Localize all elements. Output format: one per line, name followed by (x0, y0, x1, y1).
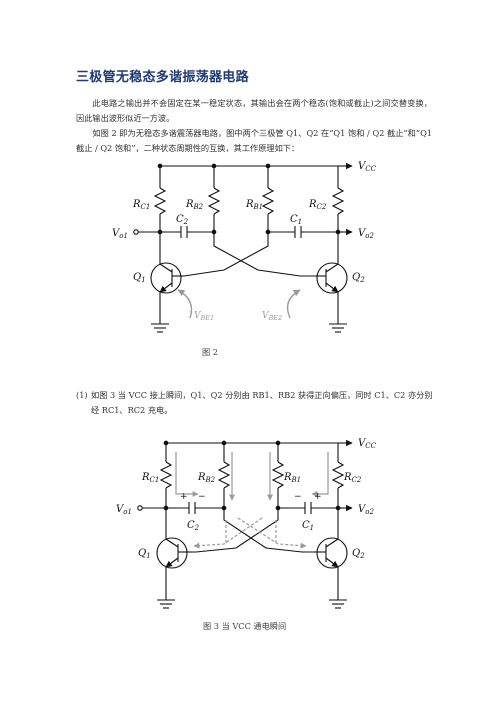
vbe1-label: VBE1 (194, 311, 214, 322)
c2-plus-sign: + (180, 492, 188, 502)
vo1-label: Vo1 (116, 504, 132, 516)
c2-label: C2 (176, 214, 189, 226)
q1-label: Q1 (133, 272, 146, 284)
c1-minus-sign: − (294, 492, 302, 502)
cross-wire-to-q1-base (186, 508, 279, 553)
c1-label: C1 (290, 214, 302, 226)
rb2-label: RB2 (185, 199, 204, 211)
step-1-text: 如图 3 当 VCC 接上瞬间，Q1、Q2 分别由 RB1、RB2 获得正向偏压… (91, 390, 433, 415)
step-1-number: (1) (76, 390, 88, 400)
vo2-label: Vo2 (358, 228, 374, 240)
rb2-label: RB2 (197, 472, 216, 484)
resistor-rc2 (331, 461, 345, 489)
figure-3-labels: VCC RC1 RB2 RB1 RC2 C2 C1 Vo1 Vo2 Q1 Q2 (116, 438, 377, 560)
figure-2-caption: 图 2 (202, 347, 218, 357)
vcc-label: VCC (358, 438, 377, 450)
transistor-q2 (316, 262, 348, 294)
c2-label: C2 (187, 520, 200, 532)
resistor-rc1 (153, 187, 167, 215)
resistor-rb2 (217, 461, 231, 489)
figure2-description-paragraph: 如图 2 即为无稳态多谐震荡器电路，图中两个三极管 Q1、Q2 在“Q1 饱和 … (76, 128, 432, 153)
transistor-q1 (156, 537, 188, 569)
current-arrow-to-q1 (193, 517, 263, 549)
current-arrow-to-q2 (237, 517, 307, 549)
rc2-label: RC2 (343, 472, 362, 484)
vo1-terminal (137, 505, 143, 511)
current-arrow-rc1 (175, 452, 199, 497)
cross-wire-to-q2-base (223, 508, 316, 553)
figure-3-current-arrows (175, 452, 329, 549)
rc2-label: RC2 (308, 199, 327, 211)
cross-wire-to-q2-base (213, 232, 316, 277)
vcc-label: VCC (358, 161, 377, 173)
q1-label: Q1 (138, 548, 151, 560)
rc1-label: RC1 (132, 199, 150, 211)
transistor-q1 (150, 262, 182, 294)
intro-paragraph: 此电路之输出并不会固定在某一稳定状态，其输出会在两个稳态(饱和或截止)之间交替变… (76, 98, 432, 123)
figure-3-circuit (137, 439, 353, 609)
document-title: 三极管无稳态多谐振荡器电路 (76, 70, 249, 85)
vbe2-arrow (286, 289, 301, 319)
current-arrow-rc2 (311, 452, 329, 497)
transistor-q2 (316, 537, 348, 569)
resistor-rb2 (207, 187, 221, 215)
figure-2-circuit (133, 162, 353, 333)
figure-2-labels: VCC RC1 RB2 RB1 RC2 C2 C1 Vo1 Vo2 Q1 Q2 … (112, 161, 377, 322)
rb1-label: RB1 (245, 199, 263, 211)
q2-label: Q2 (352, 272, 365, 284)
capacitor-polarity-marks: + − − + (180, 492, 322, 502)
q2-label: Q2 (352, 548, 365, 560)
resistor-rb1 (261, 187, 275, 215)
rb1-label: RB1 (283, 472, 301, 484)
vo2-label: Vo2 (358, 504, 374, 516)
vbe1-arrow (177, 289, 193, 319)
vo1-terminal (133, 229, 139, 235)
rc1-label: RC1 (141, 472, 159, 484)
vo1-label: Vo1 (112, 228, 128, 240)
c1-label: C1 (302, 520, 314, 532)
resistor-rb1 (271, 461, 285, 489)
c2-minus-sign: − (198, 492, 206, 502)
c1-plus-sign: + (314, 492, 322, 502)
vbe2-label: VBE2 (262, 311, 282, 322)
figure-3-caption: 图 3 当 VCC 通电瞬间 (203, 621, 287, 631)
cross-wire-to-q1-base (176, 232, 269, 277)
resistor-rc1 (159, 461, 173, 489)
resistor-rc2 (331, 187, 345, 215)
